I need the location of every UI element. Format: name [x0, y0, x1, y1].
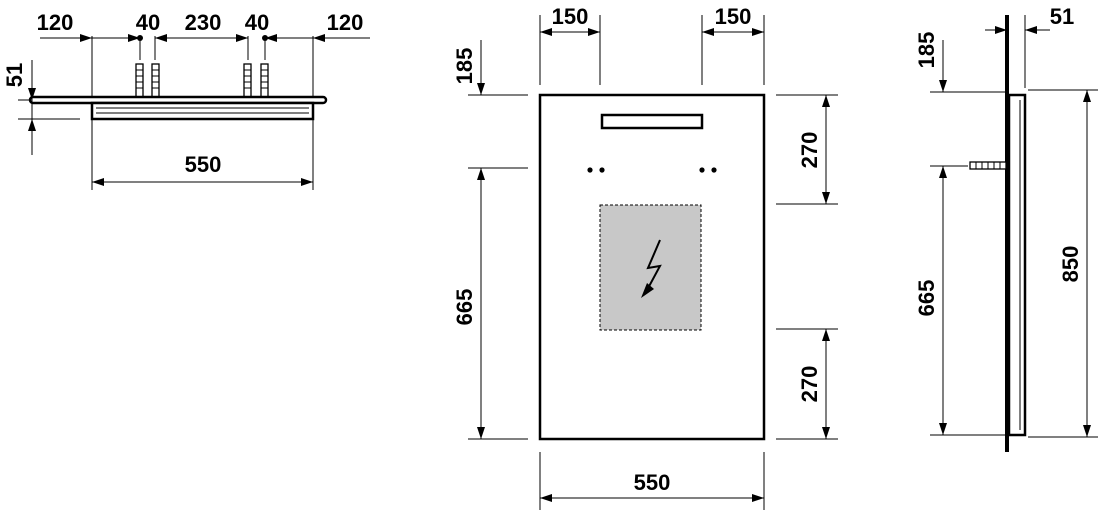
top-dim-anchor-right: 40: [245, 10, 269, 35]
top-view: 120 40 230 40 120 51 550: [2, 10, 370, 190]
top-dim-width: 550: [185, 152, 222, 177]
top-dim-thickness: 51: [2, 63, 27, 87]
light-bar: [600, 113, 704, 130]
side-dim-depth: 51: [1050, 4, 1074, 29]
front-dim-upper-right: 270: [797, 132, 822, 169]
front-view: 150 150 185 665 270 270 550: [452, 4, 838, 510]
front-dim-width: 550: [634, 470, 671, 495]
front-dim-lower-right: 270: [797, 366, 822, 403]
wall-anchor-group: [135, 63, 269, 99]
side-dim-lower: 665: [914, 280, 939, 317]
side-dim-height: 850: [1058, 246, 1083, 283]
top-dim-anchor-left: 40: [136, 10, 160, 35]
lightning-icon: [641, 239, 662, 298]
cabinet-top-profile: [90, 101, 315, 121]
cabinet-side-profile: [1007, 93, 1027, 437]
top-dim-left: 120: [37, 10, 74, 35]
side-dim-top: 185: [914, 32, 939, 69]
side-view: 51 185 665 850: [914, 4, 1098, 452]
front-dim-top: 185: [452, 48, 477, 85]
top-dim-middle: 230: [185, 10, 222, 35]
top-dim-right: 120: [327, 10, 364, 35]
front-dim-left-offset: 150: [552, 4, 589, 29]
front-dim-lower: 665: [452, 289, 477, 326]
front-dim-right-offset: 150: [715, 4, 752, 29]
